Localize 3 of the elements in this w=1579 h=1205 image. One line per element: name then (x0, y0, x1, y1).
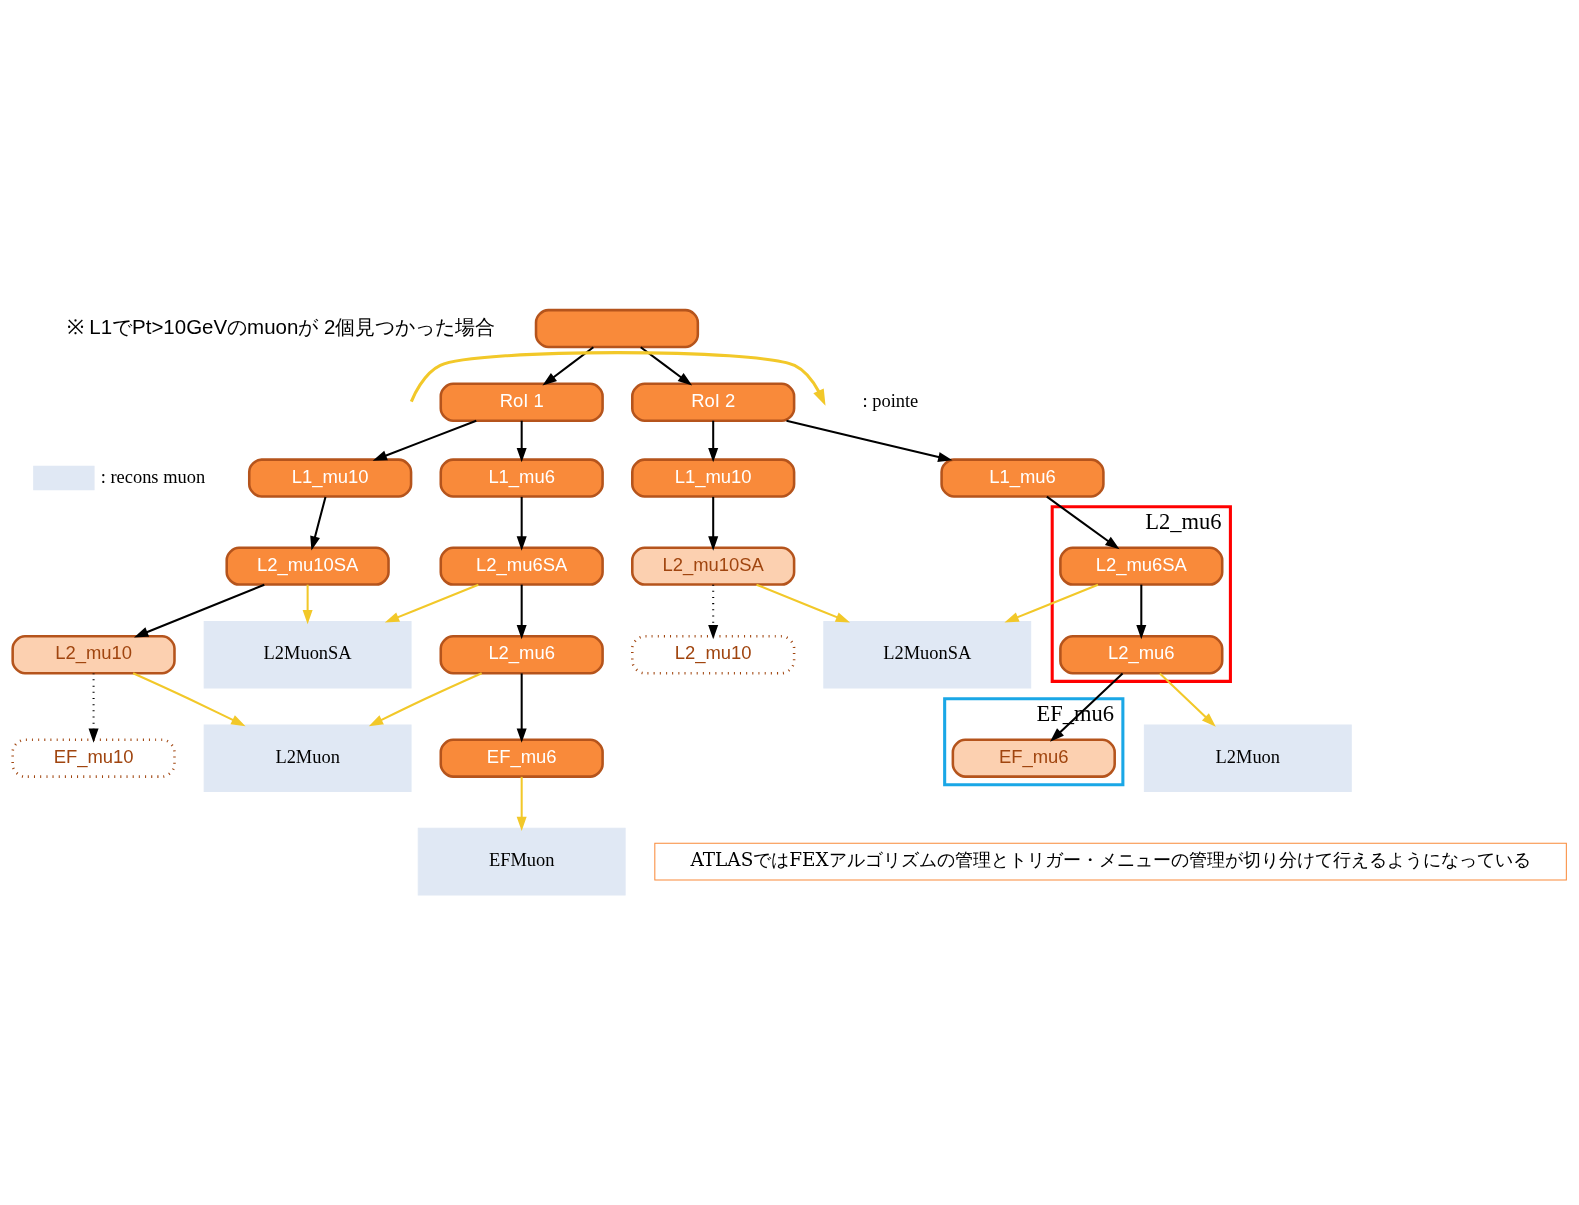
label: ※ L1でPt>10GeVのmuonが 2個見つかった場合 (66, 314, 496, 338)
legend-label: : pointe (862, 390, 919, 411)
legend-label: : recons muon (100, 466, 206, 487)
